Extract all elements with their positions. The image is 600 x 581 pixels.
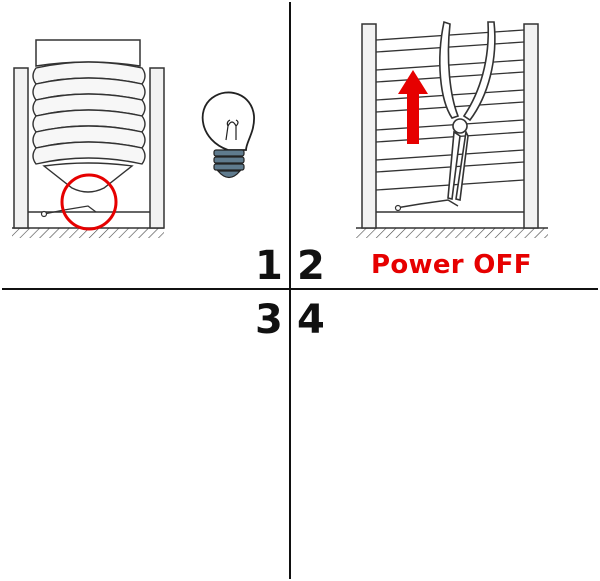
- step1-bulb-threads: [32, 61, 146, 165]
- step-number-1: 1: [255, 243, 283, 289]
- step-number-3: 3: [255, 297, 283, 343]
- step-number-4: 4: [297, 297, 325, 343]
- step1-bulb-tip: [42, 162, 134, 193]
- step1-highlight-circle: [60, 173, 118, 231]
- pull-up-arrow-icon: [398, 70, 428, 144]
- step1-ground: [12, 228, 164, 238]
- step2-ground: [356, 228, 548, 238]
- step1-panel: [12, 39, 255, 238]
- pliers-icon: [439, 20, 496, 201]
- light-bulb-off-icon: [201, 91, 255, 179]
- power-off-label: Power OFF: [371, 250, 532, 280]
- step2-panel: [356, 20, 548, 238]
- step2-socket: [361, 23, 539, 229]
- step1-socket: [13, 67, 165, 229]
- step-number-2: 2: [297, 243, 325, 289]
